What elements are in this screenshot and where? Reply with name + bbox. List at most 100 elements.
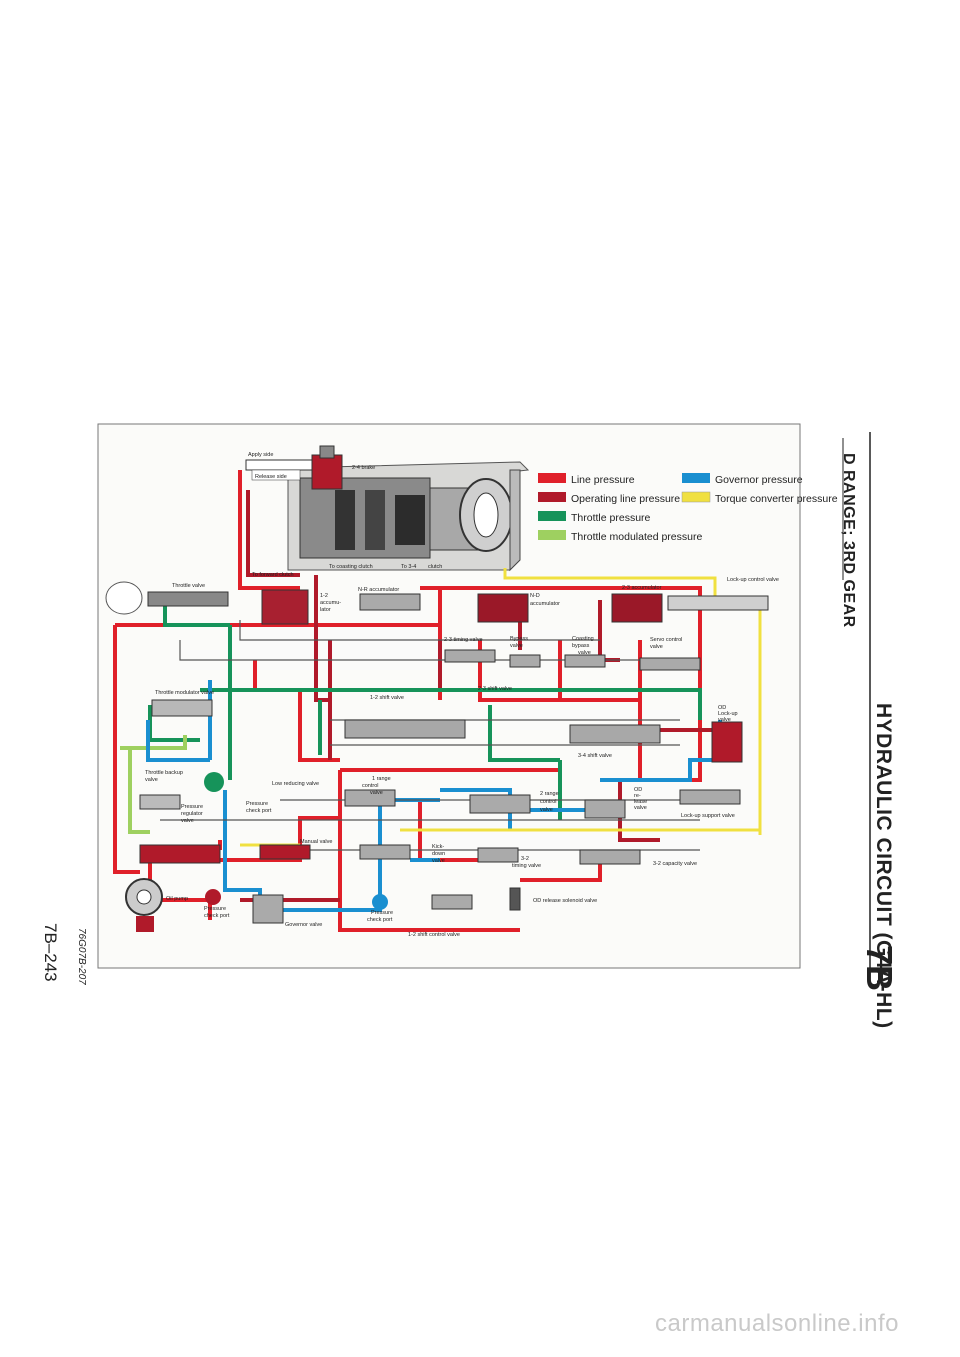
component-labels: Apply side Release side 2-4 brake To for… — [145, 452, 779, 938]
label-bypass-b: valve — [510, 643, 523, 649]
od-lockup-valve-body — [711, 721, 743, 763]
label-pressure-check-port-b: check port — [246, 808, 272, 814]
nd-accumulator — [477, 593, 529, 623]
shift-valve-12-body — [344, 719, 466, 739]
label-shift-23: 2-3 shift valve — [478, 686, 512, 692]
label-apply-side: Apply side — [248, 452, 273, 458]
label-lockup-support: Lock-up support valve — [681, 813, 735, 819]
label-coasting-a: Coasting — [572, 636, 594, 642]
label-to-coasting-clutch: To coasting clutch — [329, 564, 373, 570]
oil-pump-outlet — [136, 916, 154, 932]
label-check-port-blue-a: Pressure — [371, 910, 393, 916]
legend-line-pressure: Line pressure — [571, 474, 635, 486]
label-throttle-valve: Throttle valve — [172, 583, 205, 589]
pressure-check-port-red — [205, 889, 221, 905]
valves — [139, 589, 769, 911]
coasting-bypass-valve — [564, 654, 606, 668]
label-od-release-b: re- — [634, 793, 641, 799]
label-pressure-reg-c: valve — [181, 818, 194, 824]
label-range2-a: 2 range — [540, 791, 559, 797]
label-throttle-backup-b: valve — [145, 777, 158, 783]
label-timing-32-b: timing valve — [512, 863, 541, 869]
legend-swatch-operating — [538, 492, 566, 502]
label-low-reducing: Low reducing valve — [272, 781, 319, 787]
label-shift-12: 1-2 shift valve — [370, 695, 404, 701]
label-capacity-32: 3-2 capacity valve — [653, 861, 697, 867]
label-pressure-check-port-a: Pressure — [246, 801, 268, 807]
label-accumulator-23: 2-3 accumulator — [622, 585, 662, 591]
timing-valve-23 — [444, 649, 496, 663]
nr-accumulator — [359, 593, 421, 611]
lockup-support-valve-body — [679, 789, 741, 805]
legend-throttle-modulated: Throttle modulated pressure — [571, 531, 702, 543]
label-range2-c: valve — [540, 807, 553, 813]
label-shift-control-12: 1-2 shift control valve — [408, 932, 460, 938]
capacity-32-body — [579, 849, 641, 865]
label-accum-12-a: 1-2 — [320, 593, 328, 599]
label-od-lockup-a: OD — [718, 705, 726, 711]
watermark: carmanualsonline.info — [655, 1310, 899, 1337]
throttle-modulator-valve-body — [151, 699, 213, 717]
label-od-lockup-b: Lock-up — [718, 711, 738, 717]
throttle-backup-valve-body — [139, 794, 181, 810]
label-nd-accum-a: N-D — [530, 593, 540, 599]
servo-control-valve — [639, 657, 701, 671]
label-coasting-c: valve — [578, 650, 591, 656]
label-servo-b: valve — [650, 644, 663, 650]
accumulator-23 — [611, 593, 663, 623]
label-od-release-a: OD — [634, 787, 642, 793]
legend-swatch-throttle-mod — [538, 530, 566, 540]
label-kickdown-c: valve — [432, 858, 445, 864]
label-timing-23: 2-3 timing valve — [444, 637, 483, 643]
label-nd-accum-b: accumulator — [530, 601, 560, 607]
legend-swatch-torque — [681, 491, 711, 503]
label-pressure-reg-a: Pressure — [181, 804, 203, 810]
label-servo-a: Servo control — [650, 637, 682, 643]
transmission-section — [287, 461, 530, 572]
label-od-lockup-c: valve — [718, 717, 731, 723]
label-throttle-modulator: Throttle modulator valve — [155, 690, 214, 696]
lockup-control-valve — [667, 595, 769, 611]
legend-throttle-pressure: Throttle pressure — [571, 512, 651, 524]
throttle-valve-body — [147, 591, 229, 607]
label-od-solenoid: OD release solenoid valve — [533, 898, 597, 904]
accumulator-12 — [261, 589, 309, 625]
od-solenoid-body — [509, 887, 521, 911]
label-accum-12-c: lator — [320, 607, 331, 613]
label-oil-pump: Oil pump — [166, 896, 188, 902]
label-bypass-a: Bypass — [510, 636, 528, 642]
label-timing-32-a: 3-2 — [521, 856, 529, 862]
pressure-check-port-blue — [372, 894, 388, 910]
label-od-release-d: valve — [634, 805, 647, 811]
range-control-2-body — [469, 794, 531, 814]
kickdown-valve-body — [359, 844, 411, 860]
label-brake-24: 2-4 brake — [352, 465, 375, 471]
label-to-forward-clutch: To forward clutch — [252, 572, 294, 578]
shift-valve-34-body — [569, 724, 661, 744]
label-od-release-c: lease — [634, 799, 647, 805]
legend-swatch-line — [538, 473, 566, 483]
label-to-34: To 3-4 — [401, 564, 416, 570]
od-release-valve-body — [584, 799, 626, 819]
timing-32-body — [477, 847, 519, 863]
legend: Line pressure Operating line pressure Th… — [538, 473, 838, 543]
label-kickdown-b: down — [432, 851, 445, 857]
range-control-1-body — [344, 789, 396, 807]
legend-swatch-throttle — [538, 511, 566, 521]
label-range1-c: valve — [370, 790, 383, 796]
label-check-port-red-b: check port — [204, 913, 230, 919]
label-throttle-backup-a: Throttle backup — [145, 770, 183, 776]
legend-governor-pressure: Governor pressure — [715, 474, 803, 486]
pressure-check-port-green — [204, 772, 224, 792]
label-clutch: clutch — [428, 564, 442, 570]
legend-swatch-governor — [682, 473, 710, 483]
legend-operating-line-pressure: Operating line pressure — [571, 493, 680, 505]
governor-valve-body — [252, 894, 284, 924]
label-lockup-control: Lock-up control valve — [727, 577, 779, 583]
label-release-side: Release side — [255, 474, 287, 480]
label-nr-accumulator: N-R accumulator — [358, 587, 399, 593]
label-check-port-red-a: Pressure — [204, 906, 226, 912]
throttle-modulated-lines — [120, 735, 187, 834]
brake-24-servo — [245, 445, 343, 490]
manual-valve-body — [259, 844, 311, 860]
